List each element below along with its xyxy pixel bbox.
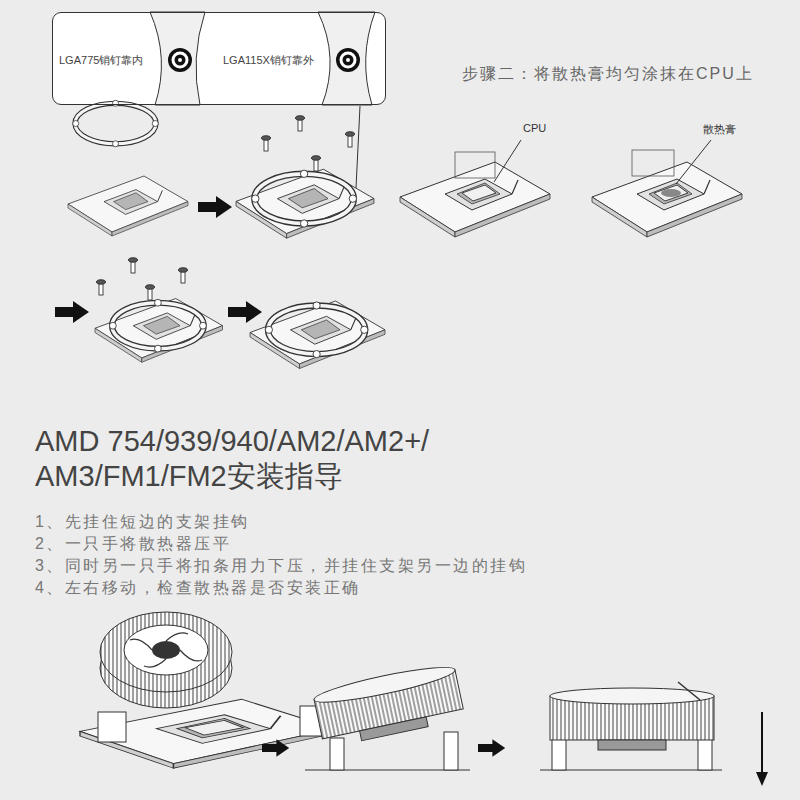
drawing-g xyxy=(400,162,550,237)
drawing-use xyxy=(312,156,321,171)
part-label: 散热膏 xyxy=(703,122,736,137)
drawing-g xyxy=(236,169,374,238)
drawing-g xyxy=(80,699,335,768)
drawing-polygon xyxy=(756,772,768,786)
drawing-path xyxy=(318,12,375,105)
drawing-rect xyxy=(444,732,458,770)
drawing-rect xyxy=(330,738,344,770)
drawing-use xyxy=(250,301,385,369)
drawing-g xyxy=(95,299,223,363)
drawing-line xyxy=(356,106,360,188)
drawing-use xyxy=(97,280,106,295)
drawing-use xyxy=(277,185,344,214)
drawing-use xyxy=(185,720,243,735)
drawing-rect xyxy=(632,150,674,176)
drawing-use xyxy=(129,258,138,273)
drawing-use xyxy=(462,185,496,201)
drawing-line xyxy=(494,140,521,182)
drawing-rect xyxy=(98,712,126,742)
drawing-use xyxy=(592,162,742,237)
drawing-use xyxy=(104,190,162,215)
drawing-use xyxy=(146,285,155,300)
drawing-use xyxy=(400,162,550,237)
drawing-ellipse xyxy=(661,189,681,197)
drawing-g xyxy=(250,301,385,369)
drawing-ellipse xyxy=(152,641,180,659)
drawing-use xyxy=(252,170,357,227)
section-title: AMD 754/939/940/AM2/AM2+/AM3/FM1/FM2安装指导 xyxy=(35,424,437,494)
step-text: 4、左右移动，检查散热器是否安装正确 xyxy=(35,578,361,599)
drawing-use xyxy=(654,185,688,201)
drawing-path xyxy=(130,633,202,667)
drawing-use xyxy=(236,169,374,238)
drawing-use xyxy=(262,136,271,151)
drawing-use xyxy=(445,179,518,210)
drawing-use xyxy=(168,48,192,72)
drawing-use xyxy=(346,132,355,147)
drawing-line xyxy=(676,140,711,184)
drawing-use xyxy=(157,715,281,744)
drawing-g xyxy=(68,176,188,236)
drawing-use xyxy=(265,302,368,358)
drawing-use xyxy=(179,268,188,283)
drawing-line xyxy=(761,712,763,776)
drawing-path xyxy=(150,12,205,105)
step-text: 3、同时另一只手将扣条用力下压，并挂住支架另一边的挂钩 xyxy=(35,556,527,577)
step-heading: 步骤二：将散热膏均匀涂抹在CPU上 xyxy=(462,64,754,85)
drawing-use xyxy=(133,313,195,339)
drawing-use xyxy=(198,196,232,218)
drawing-ellipse xyxy=(312,661,457,709)
drawing-ellipse xyxy=(100,612,232,692)
drawing-g xyxy=(592,162,742,237)
drawing-use xyxy=(637,179,710,210)
drawing-use xyxy=(95,299,223,363)
drawing-use xyxy=(55,301,89,323)
drawing-rect xyxy=(455,152,495,178)
drawing-use xyxy=(68,176,188,236)
drawing-use xyxy=(296,116,305,131)
step-text: 1、先挂住短边的支架挂钩 xyxy=(35,512,250,533)
drawing-use xyxy=(80,699,335,768)
drawing-ellipse xyxy=(124,625,208,675)
drawing-line xyxy=(540,770,722,771)
drawing-use xyxy=(73,100,159,147)
drawing-rect xyxy=(598,740,666,750)
step-text: 2、一只手将散热器压平 xyxy=(35,534,231,555)
drawing-rect xyxy=(360,717,429,741)
drawing-g xyxy=(73,100,159,147)
pin-note: LGA775销钉靠内 xyxy=(59,53,143,68)
drawing-use xyxy=(336,48,360,72)
drawing-use xyxy=(262,739,289,757)
part-label: CPU xyxy=(523,122,546,134)
drawing-use xyxy=(109,299,206,352)
drawing-use xyxy=(228,301,262,323)
drawing-use xyxy=(478,739,505,757)
drawing-line xyxy=(678,682,700,700)
drawing-g xyxy=(312,661,465,749)
drawing-use xyxy=(291,316,357,344)
pin-note: LGA115X销钉靠外 xyxy=(223,53,314,68)
callout-box: LGA775销钉靠内 LGA115X销钉靠外 xyxy=(52,12,386,105)
drawing-rect xyxy=(52,12,386,105)
